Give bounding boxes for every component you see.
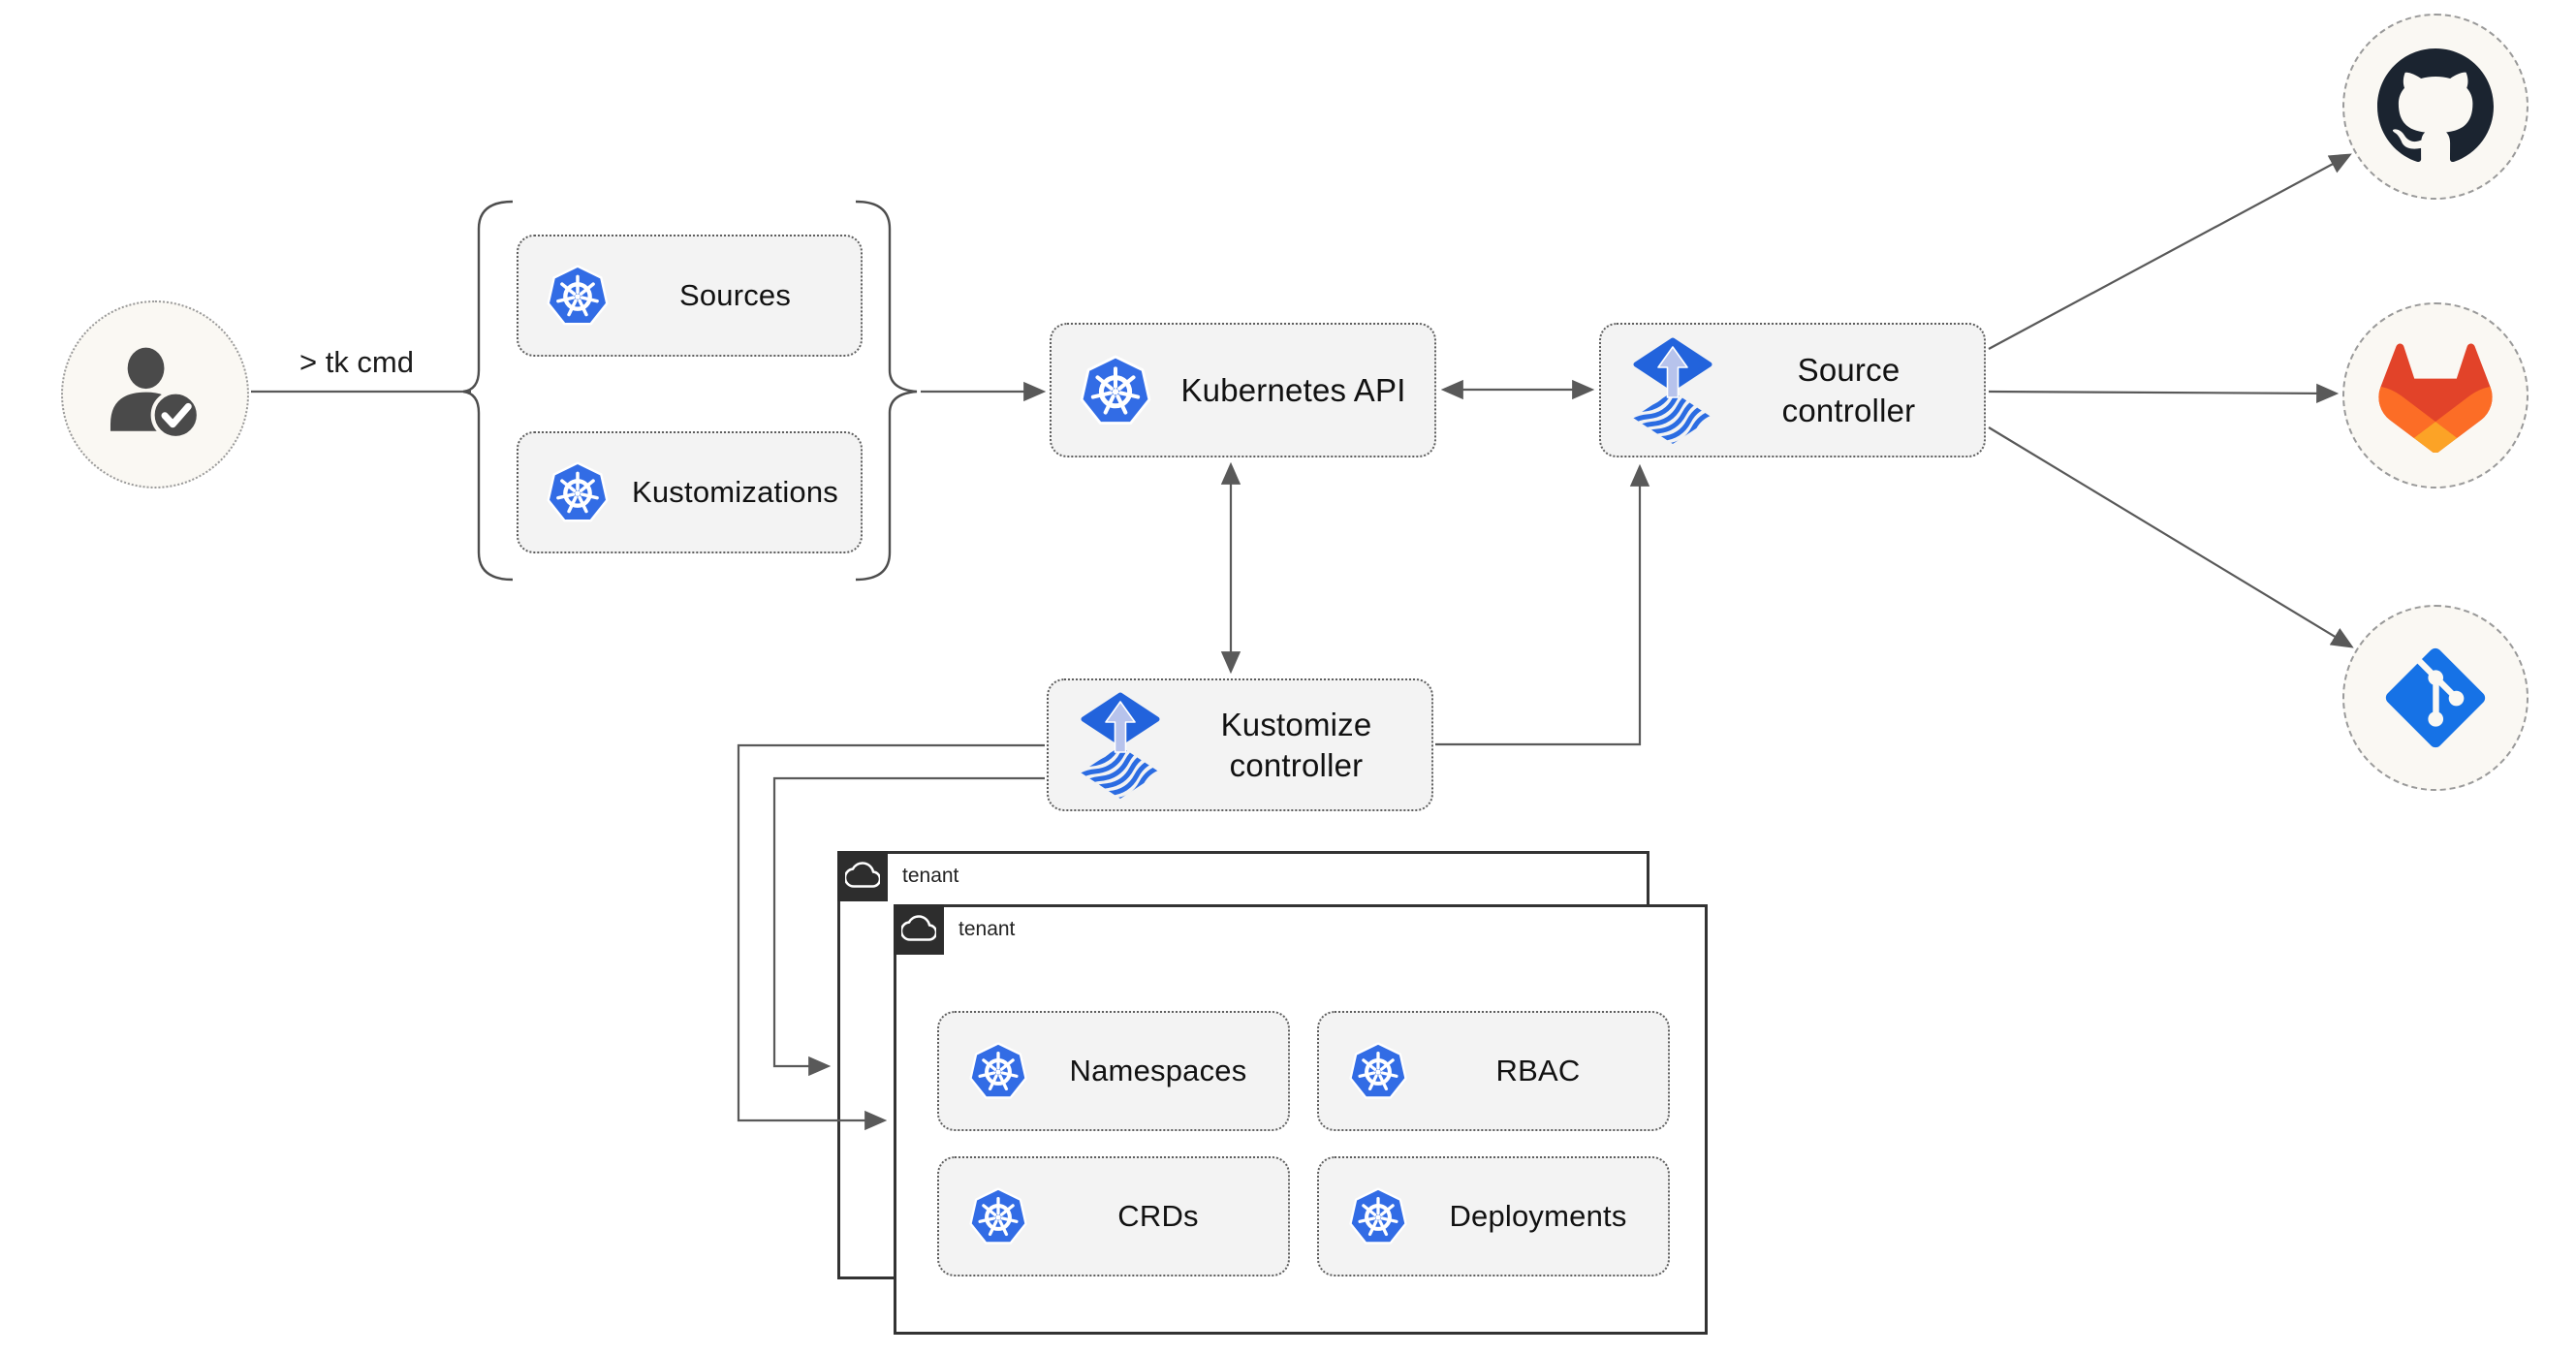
cloud-icon: [843, 859, 882, 894]
github-icon: [2377, 48, 2494, 165]
gitlab-icon: [2376, 338, 2495, 454]
edge-source-git: [1988, 426, 2354, 648]
kubernetes-icon: [968, 1186, 1028, 1246]
rbac-node: RBAC: [1317, 1011, 1670, 1131]
tenant-tab: [837, 851, 888, 901]
sources-label: Sources: [678, 278, 792, 312]
source-controller-label: Source controller: [1781, 352, 1916, 428]
crds-label: CRDs: [1117, 1199, 1199, 1233]
deployments-node: Deployments: [1317, 1156, 1670, 1276]
kubernetes-api-node: Kubernetes API: [1050, 323, 1436, 457]
kustomize-controller-label: Kustomize controller: [1220, 707, 1372, 783]
left-brace: [462, 200, 514, 582]
deployments-label: Deployments: [1449, 1199, 1627, 1233]
user-with-check-icon: [98, 337, 212, 452]
kubernetes-icon: [1079, 354, 1152, 427]
kustomizations-node: Kustomizations: [517, 431, 863, 553]
crds-node: CRDs: [937, 1156, 1290, 1276]
gitlab-node: [2342, 302, 2529, 488]
edge-source-github: [1988, 153, 2352, 350]
git-icon: [2383, 646, 2488, 750]
edge-kustomize-source: [1435, 463, 1650, 746]
edge-source-gitlab: [1988, 383, 2340, 404]
source-controller-node: Source controller: [1599, 323, 1986, 457]
flux-icon: [1632, 337, 1713, 444]
kustomize-controller-node: Kustomize controller: [1047, 678, 1433, 811]
user-node: [61, 300, 249, 488]
tenant-tab: [894, 904, 944, 955]
tk-cmd-label: > tk cmd: [298, 345, 414, 379]
flux-icon: [1080, 692, 1161, 799]
tenant-label: tenant: [902, 865, 959, 887]
right-brace: [855, 200, 918, 582]
kubernetes-icon: [546, 264, 610, 328]
cloud-icon: [899, 912, 938, 947]
git-node: [2342, 605, 2529, 791]
tenant-container-front: tenant Namespaces RBAC CRDs Deployments: [894, 904, 1708, 1335]
kubernetes-icon: [546, 460, 610, 524]
kubernetes-icon: [968, 1041, 1028, 1101]
sources-node: Sources: [517, 235, 863, 357]
kubernetes-icon: [1348, 1186, 1408, 1246]
rbac-label: RBAC: [1495, 1054, 1581, 1087]
github-node: [2342, 14, 2529, 200]
tenant-label: tenant: [958, 918, 1016, 940]
kustomizations-label: Kustomizations: [631, 475, 838, 509]
kubernetes-icon: [1348, 1041, 1408, 1101]
namespaces-label: Namespaces: [1069, 1054, 1247, 1087]
namespaces-node: Namespaces: [937, 1011, 1290, 1131]
kubernetes-api-label: Kubernetes API: [1180, 371, 1406, 408]
